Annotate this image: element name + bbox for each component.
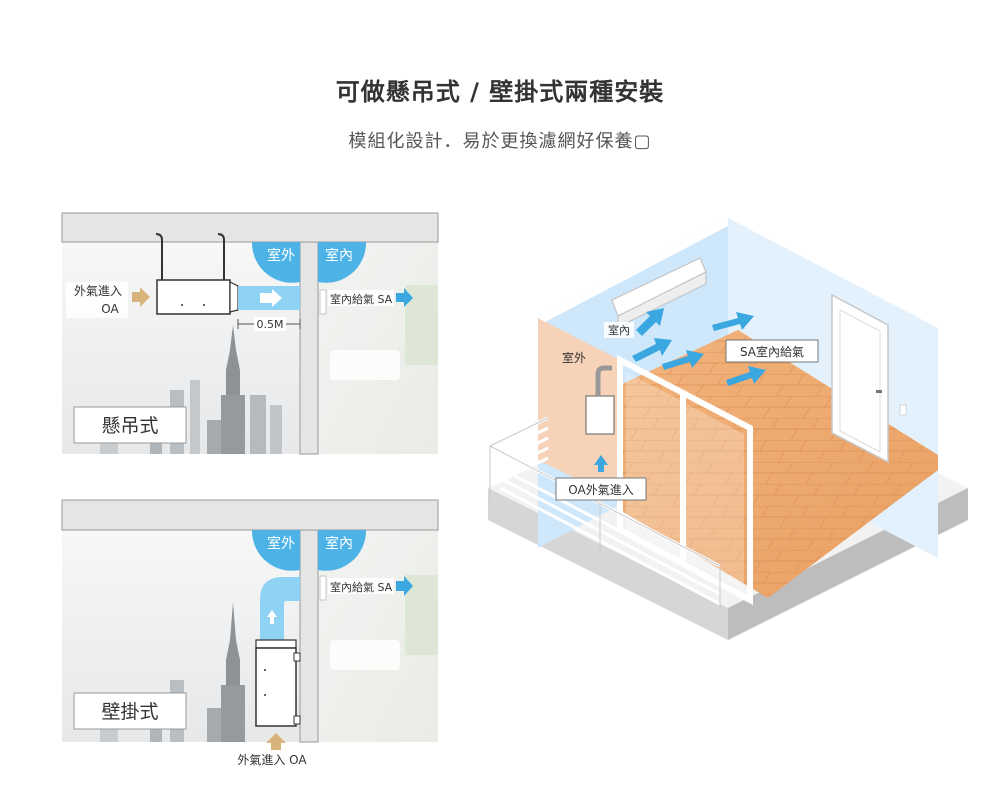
isometric-room: 室內 室外 SA室內給氣 OA外氣進入 (488, 218, 968, 640)
panel-name: 懸吊式 (101, 415, 158, 437)
oa-arrow (132, 287, 150, 307)
outdoor-ventilator (585, 395, 615, 435)
room-outdoor-label: 室外 (562, 350, 586, 365)
oa-label-line1: 外氣進入 (74, 284, 122, 298)
panel-label-box (73, 692, 187, 730)
elbow-duct (260, 577, 300, 640)
sa-label: 室內給氣 SA (330, 292, 393, 306)
interior-door (831, 293, 889, 464)
duct-arrow (260, 289, 282, 307)
oa-arrow (266, 733, 286, 750)
panel-label-box (73, 406, 187, 444)
indoor-badge: 室內 (325, 535, 353, 552)
outdoor-badge: 室外 (267, 535, 295, 552)
sa-arrow (396, 576, 413, 596)
panel-wall-mount: 室外 室內 外氣進入 OA 室內給氣 SA 壁掛式 (61, 499, 439, 767)
ventilator-unit (255, 647, 297, 727)
duct-arrow (267, 610, 277, 624)
oa-flow-arrow (594, 455, 608, 472)
room-floor (620, 330, 938, 598)
oa-label-line2: OA (101, 302, 119, 316)
ventilator-unit (156, 279, 231, 315)
oa-callout (555, 477, 647, 501)
sa-flow-arrows (632, 308, 766, 386)
exterior-wall (538, 318, 620, 500)
panel-ceiling-mount: 室外 室內 0.5M 外氣進入 OA 室內給氣 SA 懸吊式 (61, 212, 439, 455)
distance-label: 0.5M (257, 318, 284, 331)
panel-name: 壁掛式 (101, 701, 158, 723)
indoor-badge: 室內 (325, 247, 353, 264)
sa-arrow (396, 288, 413, 307)
outdoor-badge: 室外 (267, 247, 295, 264)
oa-label: 外氣進入 OA (237, 753, 307, 767)
oa-callout-text: OA外氣進入 (568, 483, 633, 497)
page-subtitle: 模組化設計．易於更換濾網好保養▢ (348, 131, 652, 152)
sa-label: 室內給氣 SA (330, 580, 393, 594)
room-indoor-label: 室內 (608, 323, 630, 337)
page-title: 可做懸吊式 / 壁掛式兩種安裝 (335, 78, 665, 106)
sa-callout (725, 339, 819, 363)
sa-callout-text: SA室內給氣 (740, 344, 804, 359)
